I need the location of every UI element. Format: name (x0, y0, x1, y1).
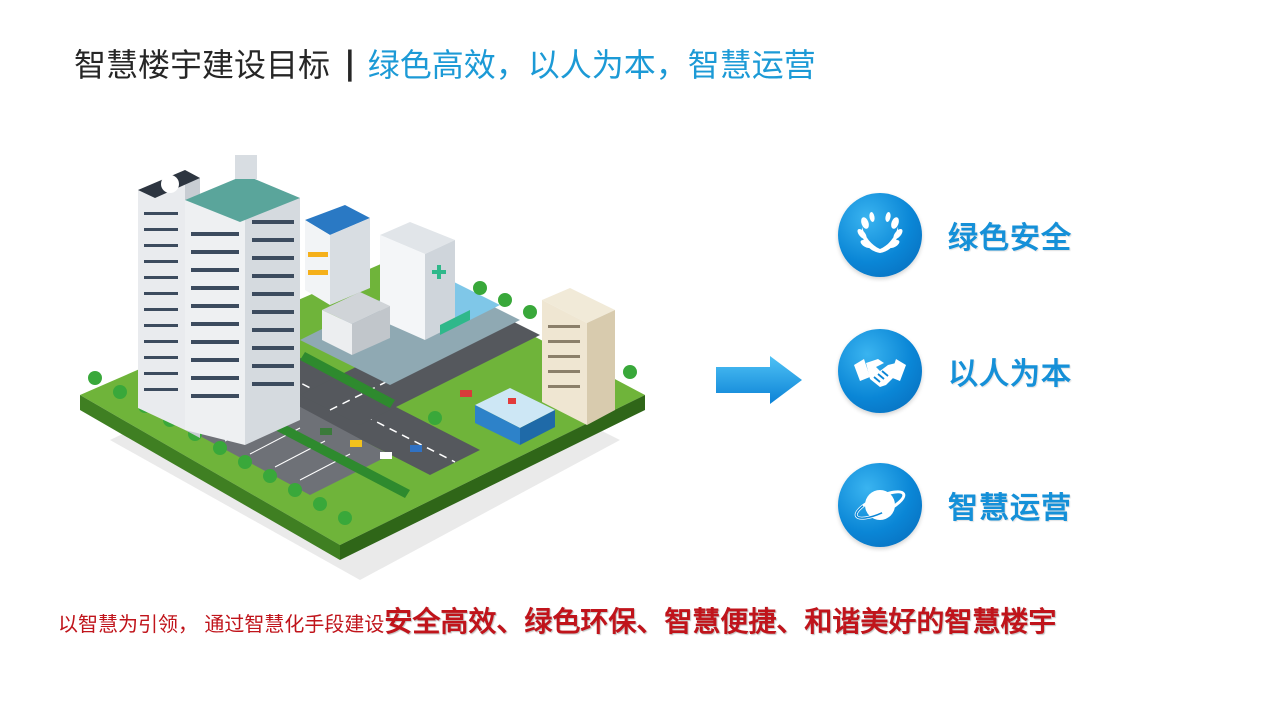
smart-city-illustration (80, 155, 645, 580)
goal-label: 以人为本 (948, 357, 1072, 392)
title-separator: | (344, 44, 356, 82)
title-main: 智慧楼宇建设目标 (74, 46, 331, 84)
planet-icon (838, 463, 922, 547)
slogan-prefix: 以智慧为引领， 通过智慧化手段建设 (58, 612, 385, 636)
slogan-emphasis: 安全高效、绿色环保、智慧便捷、和谐美好的智慧楼宇 (384, 605, 1057, 638)
right-arrow-icon (716, 356, 802, 404)
goal-smart-operation: 智慧运营 (838, 463, 1072, 547)
goal-label: 智慧运营 (948, 491, 1072, 526)
title-subtitle: 绿色高效，以人为本，智慧运营 (367, 46, 816, 84)
goal-people-oriented: 以人为本 (838, 329, 1072, 413)
goal-label: 绿色安全 (948, 221, 1072, 256)
laurel-wreath-icon (838, 193, 922, 277)
handshake-icon (838, 329, 922, 413)
goal-green-safety: 绿色安全 (838, 193, 1072, 277)
slogan: 以智慧为引领， 通过智慧化手段建设 安全高效、绿色环保、智慧便捷、和谐美好的智慧… (58, 600, 1056, 640)
page-title: 智慧楼宇建设目标 | 绿色高效，以人为本，智慧运营 (74, 38, 816, 88)
